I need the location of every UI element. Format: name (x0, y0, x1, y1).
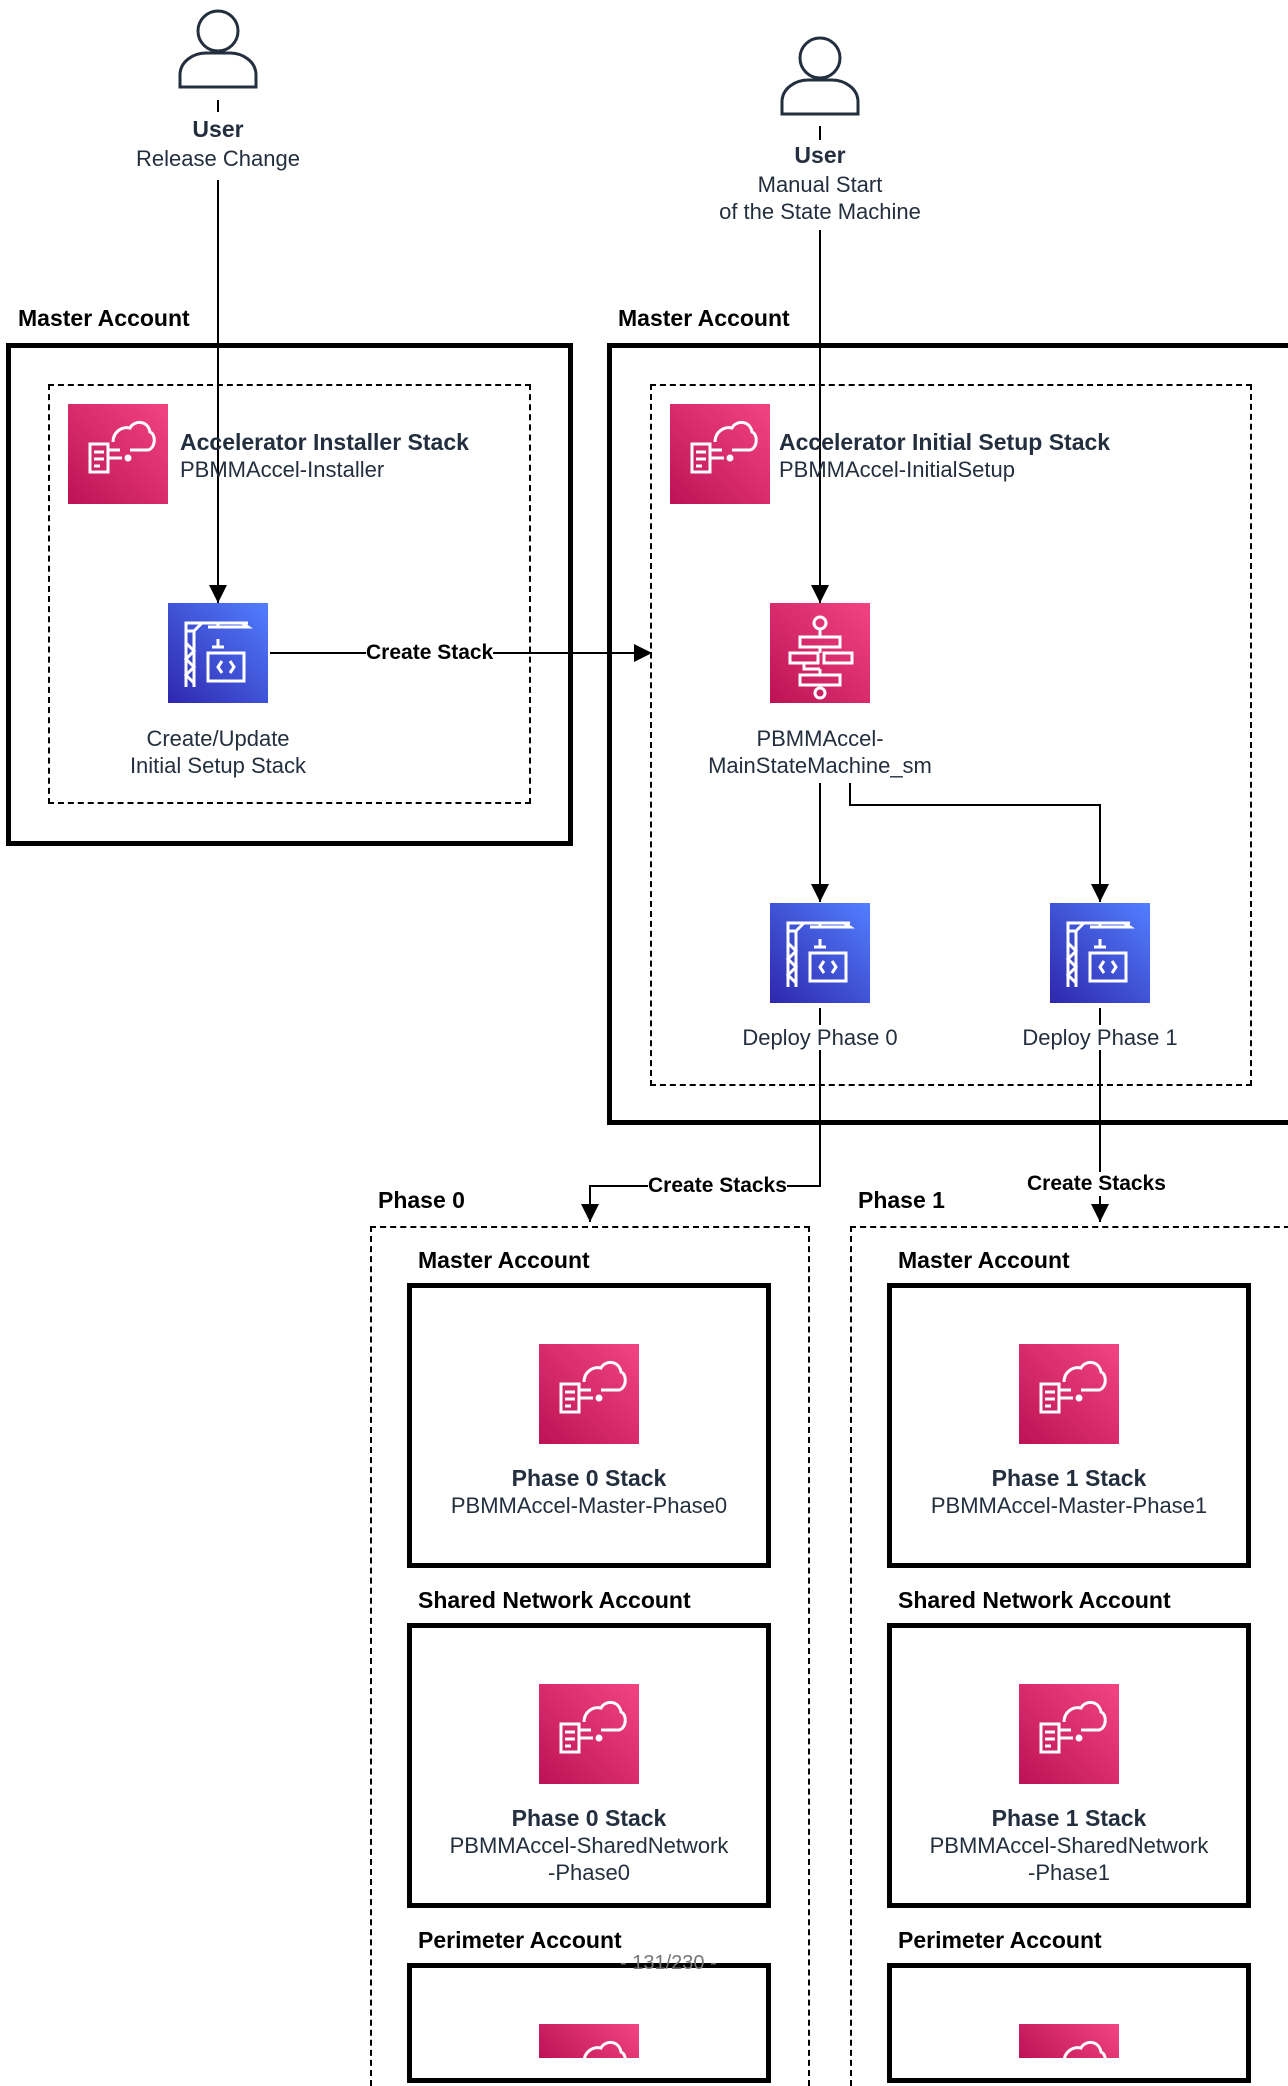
stack-name-line1: PBMMAccel-SharedNetwork (449, 1833, 729, 1858)
cloudformation-icon (539, 1344, 639, 1444)
stack-title: Accelerator Initial Setup Stack (779, 429, 1111, 455)
codebuild-icon (168, 603, 268, 703)
user-label: User (192, 116, 244, 142)
edge-sm-to-deploy1 (849, 783, 1109, 902)
account-box (407, 1963, 771, 2083)
stack-boundary (48, 384, 531, 804)
account-title: Master Account (898, 1247, 1070, 1273)
cloudformation-icon (539, 2024, 639, 2058)
account-title: Perimeter Account (898, 1927, 1102, 1953)
build-label-line1: Create/Update (146, 726, 290, 751)
step-functions-icon (770, 603, 870, 703)
stack-boundary (650, 384, 1252, 1086)
manual-start-label: Manual Start (757, 172, 883, 197)
stack-name: PBMMAccel-Master-Phase1 (930, 1493, 1208, 1518)
account-title: Master Account (618, 305, 790, 331)
cloudformation-icon (1019, 1344, 1119, 1444)
account-title: Perimeter Account (418, 1927, 622, 1953)
state-machine-label: of the State Machine (719, 199, 921, 224)
page-number: - 131/230 - (620, 1952, 717, 1974)
stack-name: PBMMAccel-Master-Phase0 (450, 1493, 728, 1518)
account-box (407, 1283, 771, 1568)
account-title: Master Account (18, 305, 190, 331)
build-label-line2: Initial Setup Stack (129, 753, 307, 778)
user-icon (780, 36, 860, 116)
stack-name-line1: PBMMAccel-SharedNetwork (929, 1833, 1209, 1858)
phase-boundary (850, 1226, 1288, 2086)
account-box (6, 343, 573, 846)
account-box (407, 1623, 771, 1908)
account-box (887, 1623, 1251, 1908)
stack-name: PBMMAccel-Installer (180, 457, 385, 482)
cloudformation-icon (1019, 1684, 1119, 1784)
stack-name-line2: -Phase0 (548, 1860, 630, 1885)
account-title: Shared Network Account (898, 1587, 1171, 1613)
deploy-phase0-label: Deploy Phase 0 (700, 1025, 940, 1051)
phase-title: Phase 1 (858, 1187, 945, 1213)
stack-title: Phase 1 Stack (991, 1805, 1147, 1831)
state-machine-name-line2: MainStateMachine_sm (708, 753, 932, 778)
phase-boundary (370, 1226, 810, 2086)
create-stacks-label: Create Stacks (1027, 1172, 1166, 1196)
cloudformation-icon (68, 404, 168, 504)
stack-name: PBMMAccel-InitialSetup (779, 457, 1015, 482)
create-stack-label: Create Stack (366, 641, 494, 665)
user-icon (178, 9, 258, 89)
stack-title: Phase 0 Stack (511, 1465, 667, 1491)
codebuild-icon (770, 903, 870, 1003)
deploy-phase1-label: Deploy Phase 1 (980, 1025, 1220, 1051)
stack-title: Accelerator Installer Stack (180, 429, 469, 455)
account-title: Shared Network Account (418, 1587, 691, 1613)
cloudformation-icon (1019, 2024, 1119, 2058)
account-title: Master Account (418, 1247, 590, 1273)
state-machine-name-line1: PBMMAccel- (756, 726, 884, 751)
stack-title: Phase 1 Stack (991, 1465, 1147, 1491)
account-box (887, 1283, 1251, 1568)
phase-title: Phase 0 (378, 1187, 465, 1213)
codebuild-icon (1050, 903, 1150, 1003)
create-stacks-label: Create Stacks (648, 1174, 787, 1198)
stack-name-line2: -Phase1 (1028, 1860, 1110, 1885)
cloudformation-icon (670, 404, 770, 504)
account-box (607, 343, 1288, 1125)
user-label: User (794, 142, 846, 168)
account-box (887, 1963, 1251, 2083)
cloudformation-icon (539, 1684, 639, 1784)
release-change-label: Release Change (136, 146, 300, 171)
stack-title: Phase 0 Stack (511, 1805, 667, 1831)
